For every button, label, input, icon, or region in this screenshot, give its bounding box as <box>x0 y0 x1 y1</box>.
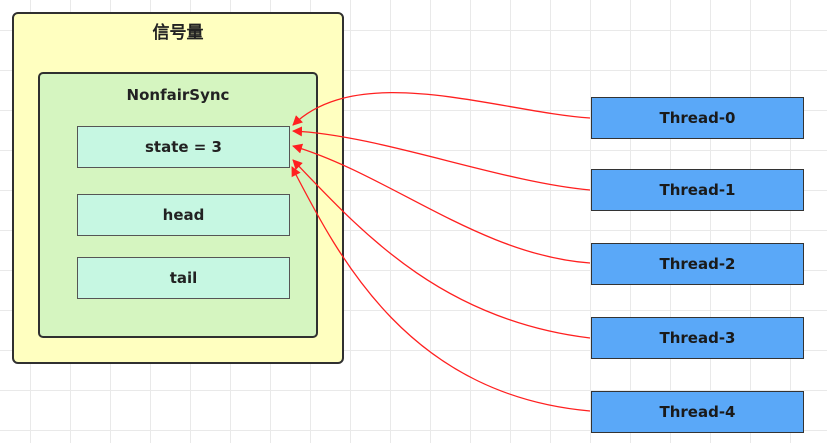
thread-0-box: Thread-0 <box>591 97 804 139</box>
arrow-thread-1 <box>292 126 591 191</box>
tail-field: tail <box>77 257 290 299</box>
arrow-thread-4 <box>291 166 591 412</box>
head-field: head <box>77 194 290 236</box>
arrow-thread-2 <box>292 143 591 264</box>
thread-1-box: Thread-1 <box>591 169 804 211</box>
semaphore-title: 信号量 <box>152 23 204 43</box>
thread-4-box: Thread-4 <box>591 391 804 433</box>
thread-3-box: Thread-3 <box>591 317 804 359</box>
arrow-thread-3 <box>292 159 591 339</box>
arrow-thread-0 <box>292 91 591 126</box>
thread-2-box: Thread-2 <box>591 243 804 285</box>
nonfair-sync-title: NonfairSync <box>126 86 230 104</box>
state-field: state = 3 <box>77 126 290 168</box>
